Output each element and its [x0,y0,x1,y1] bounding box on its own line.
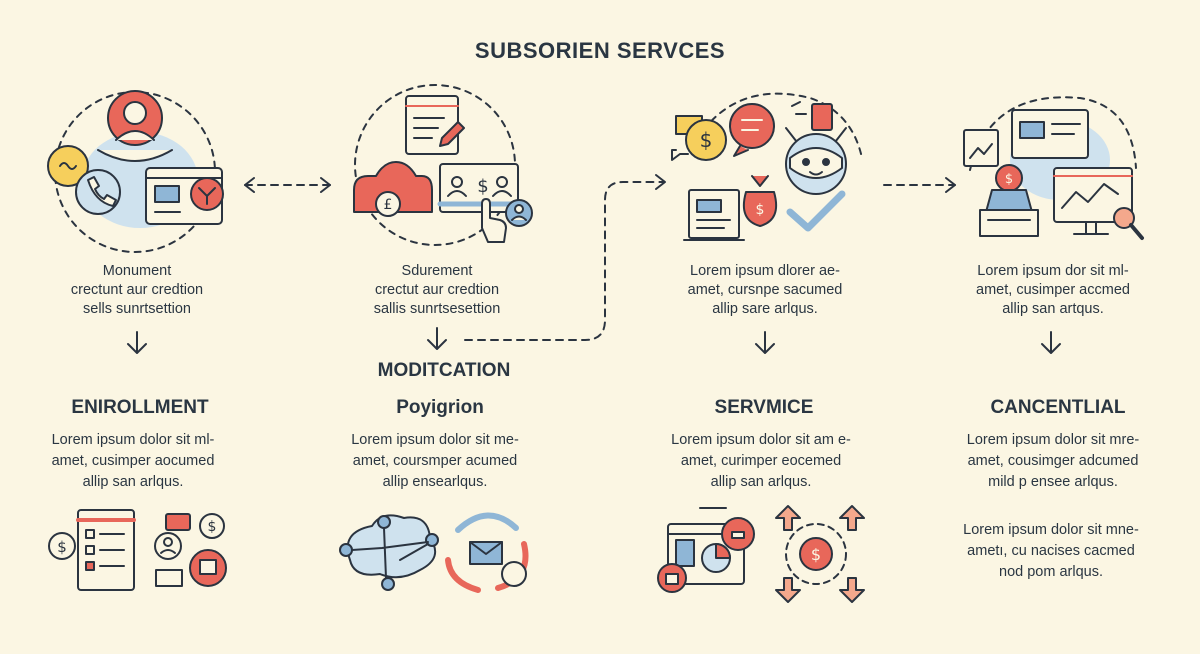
caption-2: Sdurement crectut aur credtion sallis su… [322,262,552,319]
svg-text:$: $ [477,176,488,197]
connector-1-2 [244,177,331,193]
svg-text:$: $ [1005,172,1013,187]
extra-note: Lorem ipsum dolor sit mne- ametı, cu nac… [936,520,1166,583]
connector-2-3 [464,174,666,341]
down-arrow-2 [427,327,447,350]
stage-2-description: Lorem ipsum dolor sit me- amet, coursmpe… [320,430,550,493]
pound-coin-badge-icon: £ [353,161,433,217]
step1-icon-cluster [47,90,224,253]
settings-toggle-icon [47,145,89,187]
extra-note-line: Lorem ipsum dolor sit mne- [963,522,1139,538]
dollar-coin-icon: $ [48,532,76,560]
caption-2-line: Sdurement [401,263,473,279]
speech-bubble-icon [729,103,775,157]
id-card-icon [145,167,224,225]
stage-3-description: Lorem ipsum dolor sit am e- amet, curimp… [646,430,876,493]
cloud-network-icon [339,514,439,591]
svg-text:£: £ [384,197,393,213]
bottom4-icons: $ [775,505,865,603]
dollar-target-arrows-icon: $ [775,505,865,603]
svg-text:$: $ [811,545,821,564]
stage-1-description: Lorem ipsum dolor sit ml- amet, cusimper… [18,430,248,493]
invoice-icon [683,189,745,241]
stage-4-line: Lorem ipsum dolor sit mre- [966,432,1140,448]
stage-2-line: amet, coursmper acumed [352,453,518,469]
caption-3-line: amet, cursnpe sacumed [687,282,843,298]
svg-text:$: $ [756,202,765,218]
stage-4-description: Lorem ipsum dolor sit mre- amet, cousimg… [938,430,1168,493]
pointer-hand-icon [481,198,507,243]
caption-1-line: Monument [102,263,172,279]
stage-4-title: CANCENTLIAL [990,397,1126,418]
caption-1-line: crectunt aur credtion [70,282,204,298]
monitor-ad-icon [1011,109,1089,159]
dollar-chat-icon: $ [671,115,727,161]
bottom1-icons: $ $ [48,509,227,591]
down-arrow-3 [755,331,775,354]
framed-chart-icon [963,129,999,167]
caption-4: Lorem ipsum dor sit ml- amet, cusimper a… [938,262,1168,319]
dollar-circle-icon: $ [199,513,225,539]
caption-1: Monument crectunt aur credtion sells sun… [22,262,252,319]
stage-4-line: mild p ensee arlqus. [988,474,1118,490]
svg-text:$: $ [57,538,67,556]
extra-note-line: nod pom arlqus. [999,564,1103,580]
cash-register-icon [155,549,227,587]
stage-2-title: Poyigrion [396,397,484,418]
down-arrow-4 [1041,331,1061,354]
email-cycle-icon [445,512,529,593]
stage-1-title: ENIROLLMENT [71,397,209,418]
monitor-chart-icon [1053,167,1133,235]
payment-card-icon: $ [437,163,521,213]
checklist-icon [76,509,136,591]
connector-3-4 [883,177,956,193]
stage-1-line: Lorem ipsum dolor sit ml- [51,432,215,448]
svg-text:$: $ [700,128,713,152]
caption-3: Lorem ipsum dlorer ae- amet, cursnpe sac… [650,262,880,319]
stage-2-line: allip ensearlqus. [382,474,488,490]
user-chat-icon [154,513,191,560]
caption-3-line: allip sare arlqus. [712,301,818,317]
stage-1-line: amet, cusimper aocumed [51,453,215,469]
step4-icon-cluster: $ [963,96,1144,240]
caption-3-line: Lorem ipsum dlorer ae- [690,263,840,279]
step2-icon-cluster: £ $ [353,84,533,246]
caption-2-line: crectut aur credtion [374,282,500,298]
stage-2-line: Lorem ipsum dolor sit me- [351,432,519,448]
stage-3-line: allip san arlqus. [710,474,812,490]
page-title: SUBSORIEN SERVCES [474,38,726,63]
phone-icon [75,169,121,215]
money-bag-icon: $ [742,175,778,227]
checkmark-icon [786,190,846,232]
down-arrow-1 [127,331,147,354]
dollar-badge-icon: $ [979,164,1039,237]
caption-1-line: sells sunrtsettion [83,301,191,317]
dollar-tag-icon [791,101,833,131]
bottom3-icons [657,507,755,593]
stage-4-line: amet, cousimger adcumed [967,453,1139,469]
lock-icon [657,517,755,593]
stage-3-line: amet, curimper eocemed [680,453,842,469]
caption-4-line: Lorem ipsum dor sit ml- [977,263,1129,279]
caption-2-line: sallis sunrtsesettion [373,301,501,317]
step3-icon-cluster: $ $ [671,92,863,241]
bottom2-icons [339,512,529,593]
magnifier-icon [1113,207,1144,240]
caption-4-line: amet, cusimper accmed [976,282,1130,298]
middle-label: MODITCATION [377,360,511,381]
caption-4-line: allip san artqus. [1002,301,1104,317]
stage-1-line: allip san arlqus. [82,474,184,490]
document-edit-icon [405,95,465,155]
extra-note-line: ametı, cu nacises cacmed [967,543,1135,559]
stage-3-title: SERVMICE [714,397,814,418]
user-avatar-icon [97,90,173,162]
svg-text:$: $ [208,519,217,535]
mascot-face-icon [785,127,847,195]
stage-3-line: Lorem ipsum dolor sit am e- [671,432,851,448]
user-badge-icon [505,199,533,227]
